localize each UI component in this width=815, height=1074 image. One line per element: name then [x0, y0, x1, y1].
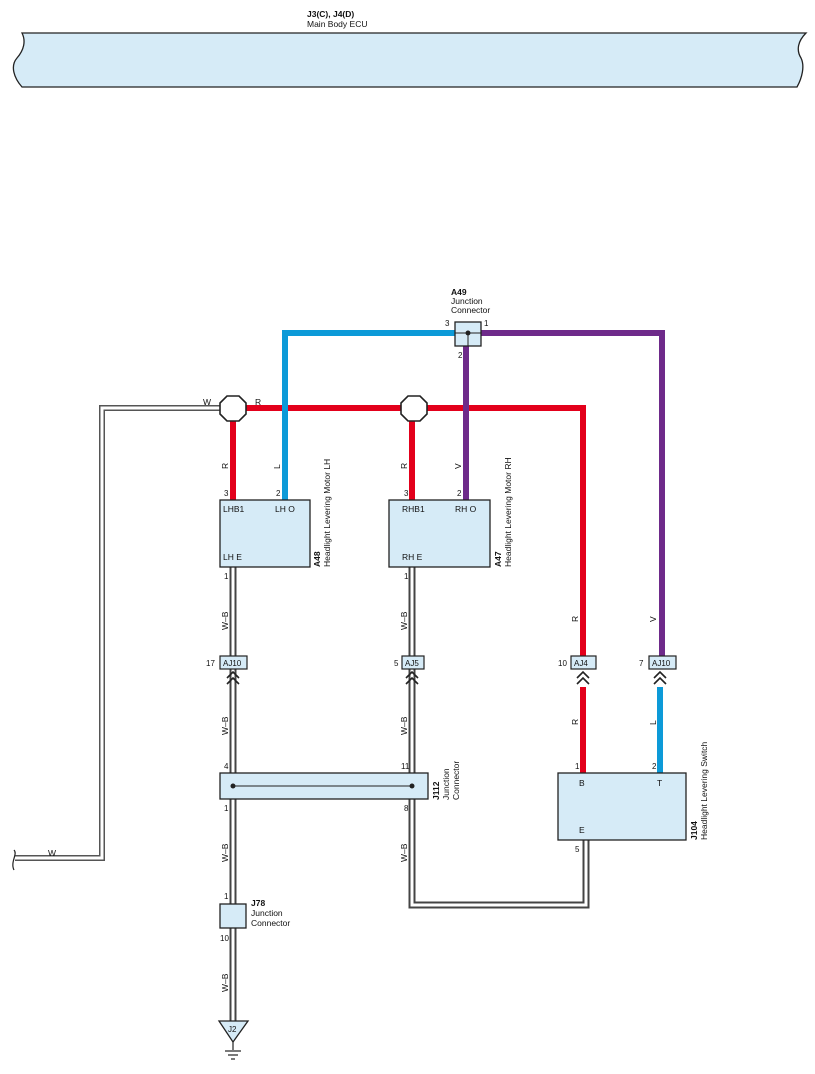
wire-color-labels: W R W R L R V W–B W–B R V W–B W–B R L W–…: [48, 397, 658, 992]
j78-code: J78: [251, 898, 265, 908]
motor-lh-name: Headlight Levering Motor LH: [322, 459, 332, 567]
lh-pin-3: 3: [224, 489, 229, 498]
rh-rhb1-label: RHB1: [402, 504, 425, 514]
j104-t-label: T: [657, 778, 662, 788]
wire-label-wb-2: W–B: [399, 611, 409, 630]
j104-b-label: B: [579, 778, 585, 788]
wire-label-r-rh: R: [399, 463, 409, 469]
wire-label-r-j104: R: [570, 719, 580, 725]
blue-wires: [282, 330, 663, 773]
a49-line2: Connector: [451, 305, 490, 315]
rh-rhe-label: RH E: [402, 552, 423, 562]
motor-lh-code: A48: [312, 551, 322, 567]
wire-label-r-aj4: R: [570, 616, 580, 622]
headlight-levering-switch: 1 2 B T E 5 J104 Headlight Levering Swit…: [557, 741, 709, 854]
j104-name: Headlight Levering Switch: [699, 741, 709, 840]
ecu-code: J3(C), J4(D): [307, 9, 354, 19]
j104-e-label: E: [579, 825, 585, 835]
wire-label-r-top: R: [255, 397, 261, 407]
wire-label-wb-4: W–B: [399, 716, 409, 735]
j112-code: J112: [431, 781, 441, 800]
aj4-label: AJ4: [574, 659, 588, 668]
lh-lho-label: LH O: [275, 504, 295, 514]
j112-line2: Connector: [451, 761, 461, 800]
lh-lhe-label: LH E: [223, 552, 242, 562]
connector-aj10-rh: AJ10 7: [639, 655, 677, 685]
j104-pin-5: 5: [575, 845, 580, 854]
wire-label-wb-6: W–B: [399, 843, 409, 862]
j78-pin-1: 1: [224, 892, 229, 901]
connector-aj5: AJ5 5: [394, 655, 425, 685]
j78-line1: Junction: [251, 908, 283, 918]
splice-rh: [400, 395, 428, 422]
lh-pin-2: 2: [276, 489, 281, 498]
headlight-levering-motor-rh: 3 2 RHB1 RH O RH E 1 A47 Headlight Lever…: [388, 457, 513, 581]
red-wires: [230, 405, 586, 773]
lh-pin-1: 1: [224, 572, 229, 581]
ecu-name: Main Body ECU: [307, 19, 367, 29]
j112-pin-8: 8: [404, 804, 409, 813]
j112-junction-connector: 4 11 1 8 J112 Junction Connector: [219, 761, 461, 813]
rh-pin-1: 1: [404, 572, 409, 581]
ground-j2: J2: [217, 1020, 250, 1060]
ground-code: J2: [228, 1025, 237, 1034]
aj10-lh-label: AJ10: [223, 659, 242, 668]
w-wire: [12, 405, 224, 871]
wire-label-wb-7: W–B: [220, 973, 230, 992]
wire-label-wb-5: W–B: [220, 843, 230, 862]
wire-label-w-top: W: [203, 397, 211, 407]
j78-line2: Connector: [251, 918, 290, 928]
j104-code: J104: [689, 821, 699, 840]
motor-rh-code: A47: [493, 551, 503, 567]
wire-label-w-bottom: W: [48, 848, 56, 858]
wire-label-v-aj10: V: [648, 616, 658, 622]
w-wire-break: [12, 849, 16, 871]
j112-pin-4: 4: [224, 762, 229, 771]
splice-lh: [219, 395, 247, 422]
a49-pin-bottom: 2: [458, 351, 463, 360]
headlight-levering-motor-lh: 3 2 LHB1 LH O LH E 1 A48 Headlight Lever…: [219, 459, 332, 581]
rh-pin-2: 2: [457, 489, 462, 498]
aj5-label: AJ5: [405, 659, 419, 668]
aj4-pin: 10: [558, 659, 567, 668]
aj10-rh-label: AJ10: [652, 659, 671, 668]
rh-pin-3: 3: [404, 489, 409, 498]
j112-pin-11: 11: [401, 762, 410, 771]
purple-wires: [463, 330, 665, 660]
motor-rh-name: Headlight Levering Motor RH: [503, 457, 513, 567]
j104-pin-1: 1: [575, 762, 580, 771]
aj10-rh-pin: 7: [639, 659, 644, 668]
j78-pin-10: 10: [220, 934, 229, 943]
wire-label-wb-1: W–B: [220, 611, 230, 630]
aj10-lh-pin: 17: [206, 659, 215, 668]
j104-pin-2: 2: [652, 762, 657, 771]
connector-aj10-lh: AJ10 17: [206, 655, 248, 685]
connector-aj4: AJ4 10: [558, 655, 597, 685]
wire-label-v-rh: V: [453, 463, 463, 469]
rh-rho-label: RH O: [455, 504, 477, 514]
wire-label-wb-3: W–B: [220, 716, 230, 735]
wire-label-r-lh: R: [220, 463, 230, 469]
lh-lhb1-label: LHB1: [223, 504, 245, 514]
j78-junction-connector: 1 10 J78 Junction Connector: [219, 892, 290, 943]
a49-line1: Junction: [451, 296, 483, 306]
j112-line1: Junction: [441, 768, 451, 800]
a49-pin-left: 3: [445, 319, 450, 328]
main-body-ecu: J3(C), J4(D) Main Body ECU: [12, 9, 808, 88]
a49-pin-right: 1: [484, 319, 489, 328]
a49-code: A49: [451, 287, 467, 297]
aj5-pin: 5: [394, 659, 399, 668]
wire-label-l-lh: L: [272, 464, 282, 469]
j112-pin-1: 1: [224, 804, 229, 813]
a49-junction-connector: A49 Junction Connector 3 1 2: [445, 287, 490, 360]
wire-label-l-j104: L: [648, 720, 658, 725]
